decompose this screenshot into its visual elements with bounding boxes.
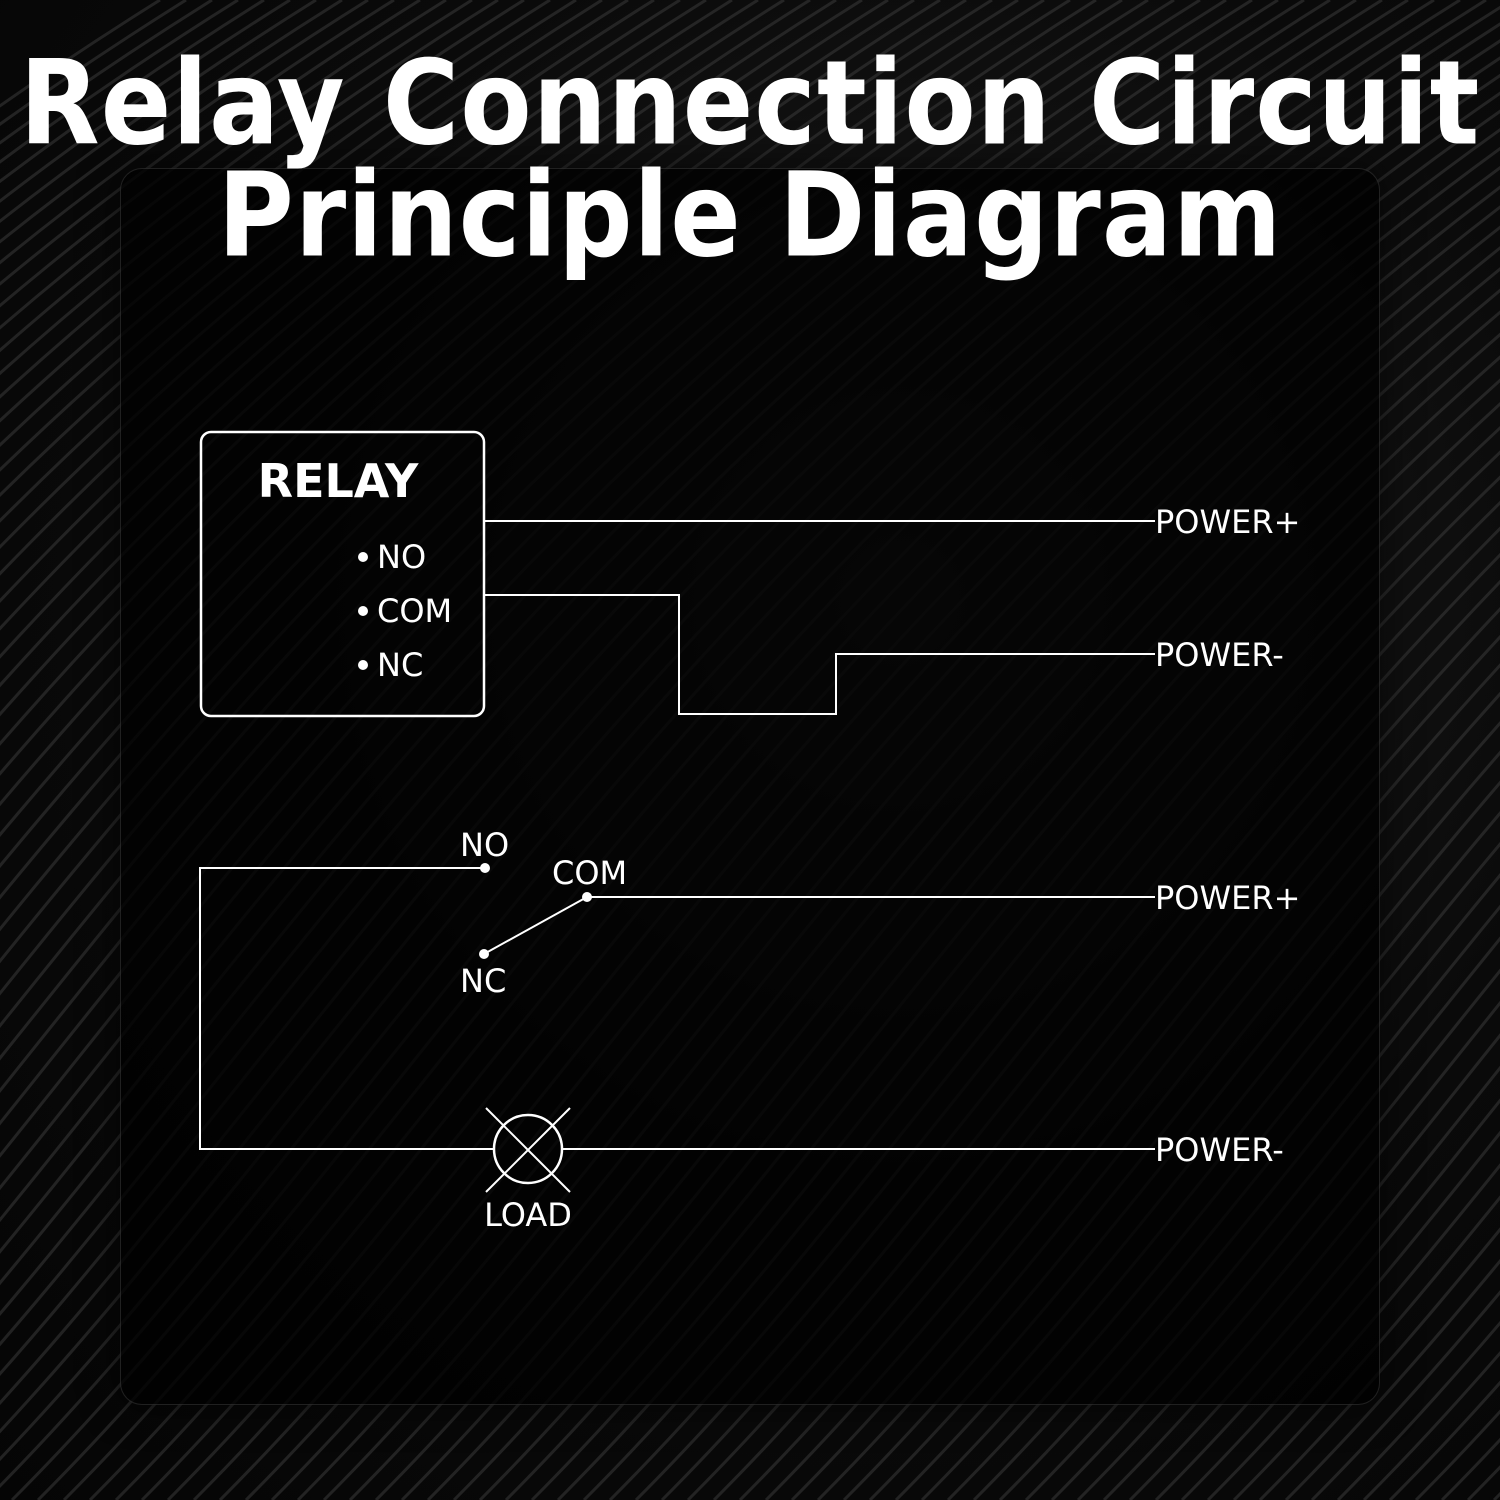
relay-title: RELAY [258,454,419,508]
switch-com-label: COM [552,854,627,892]
background-stripe [0,0,343,244]
background-stripe [0,0,395,286]
background-stripe [1284,1258,1500,1500]
diagram-panel [120,168,1380,1405]
switch-nc-label: NC [460,962,506,1000]
switch-power-plus-label: POWER+ [1155,879,1300,917]
background-stripe [1258,1227,1500,1500]
background-stripe [0,0,447,330]
switch-contact-arm [483,896,588,955]
background-stripe [1310,1290,1500,1500]
relay-power-plus-label: POWER+ [1155,503,1300,541]
background-stripe [0,0,421,308]
page-title-line-2: Principle Diagram [217,146,1283,284]
relay-box [199,430,486,718]
relay-pin-no-dot [358,552,368,562]
page-title-line-1: Relay Connection Circuit [19,34,1481,172]
relay-pin-nc-label: NC [377,646,423,684]
relay-pin-nc-dot [358,660,368,670]
background-stripe [1232,1195,1500,1500]
switch-power-minus-label: POWER- [1155,1131,1284,1169]
load-lamp-icon [485,1107,571,1193]
load-loop-wire [199,867,494,1150]
switch-no-label: NO [460,826,509,864]
relay-power-minus-label: POWER- [1155,636,1284,674]
load-label: LOAD [484,1196,572,1234]
switch-nc-terminal [479,949,489,959]
background-stripe [1206,1163,1500,1500]
relay-pin-no-label: NO [377,538,426,576]
background-stripe [0,0,369,265]
relay-power-minus-wire [484,594,1155,715]
relay-pin-com-label: COM [377,592,452,630]
relay-pin-com-dot [358,606,368,616]
